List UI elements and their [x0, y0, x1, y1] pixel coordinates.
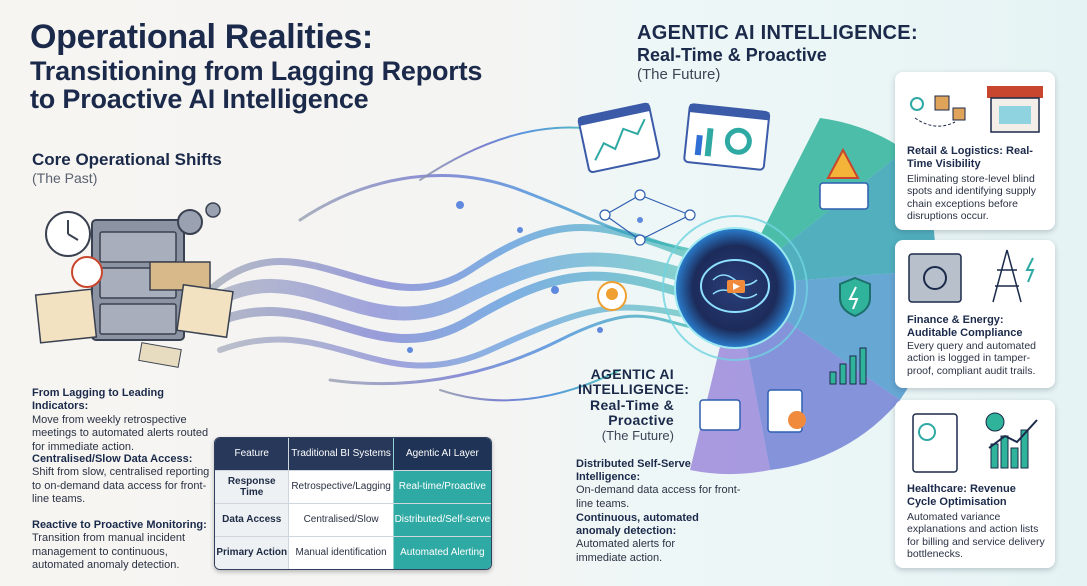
left-block-body: Move from weekly retrospective meetings …: [32, 413, 209, 453]
agentic-header-line-2: Real-Time & Proactive: [637, 45, 827, 65]
store-icon: [910, 86, 1043, 133]
table-cell: Centralised/Slow: [288, 504, 392, 536]
agentic-header-line-3: (The Future): [637, 66, 721, 83]
core-sub: (The Past): [32, 170, 98, 186]
card-body: Eliminating store-level blind spots and …: [907, 173, 1036, 223]
table-cell: Manual identification: [288, 537, 392, 569]
mid-header-line-5: (The Future): [601, 427, 674, 443]
core-shifts-heading: Core Operational Shifts (The Past): [32, 150, 222, 186]
table-cell: Response Time: [215, 471, 289, 503]
page-title: Operational Realities: Transitioning fro…: [30, 18, 590, 115]
card-title: Retail & Logistics: Real-Time Visibility: [907, 145, 1033, 170]
mid-block-body: On-demand data access for front-line tea…: [576, 484, 741, 510]
table-row: Response Time Retrospective/Lagging Real…: [215, 470, 491, 503]
mid-header-line-3: Real-Time &: [590, 396, 674, 413]
mid-header-line-1: AGENTIC AI: [590, 366, 674, 382]
title-line-1: Operational Realities:: [30, 18, 373, 56]
card-title: Healthcare: Revenue Cycle Optimisation: [907, 483, 1016, 508]
mid-block-title: Distributed Self-Serve Intelligence:: [576, 458, 691, 484]
card-body: Automated variance explanations and acti…: [907, 511, 1045, 561]
agentic-header-line-1: AGENTIC AI INTELLIGENCE:: [637, 22, 918, 44]
agentic-mid-header: AGENTIC AI INTELLIGENCE: Real-Time & Pro…: [578, 366, 690, 443]
table-row: Data Access Centralised/Slow Distributed…: [215, 503, 491, 536]
table-cell: Distributed/Self-serve: [392, 504, 491, 536]
left-block-title: From Lagging to Leading Indicators:: [32, 387, 164, 413]
comparison-table: Feature Traditional BI Systems Agentic A…: [214, 437, 492, 570]
left-block-lagging: From Lagging to Leading Indicators: Move…: [32, 387, 217, 454]
table-row: Primary Action Manual identification Aut…: [215, 536, 491, 569]
table-header-cell: Traditional BI Systems: [288, 438, 393, 470]
table-header-cell: Feature: [215, 438, 289, 470]
core-heading: Core Operational Shifts: [32, 150, 222, 169]
card-title: Finance & Energy: Auditable Compliance: [907, 314, 1023, 339]
title-line-2: Transitioning from Lagging Reports: [30, 56, 483, 87]
left-block-monitoring: Reactive to Proactive Monitoring: Transi…: [32, 519, 217, 573]
mid-header-line-4: Proactive: [608, 412, 674, 429]
table-cell: Data Access: [215, 504, 289, 536]
mid-block-title: Continuous, automated anomaly detection:: [576, 512, 699, 538]
table-header-row: Feature Traditional BI Systems Agentic A…: [215, 438, 491, 470]
clipboard-icon: [912, 412, 1038, 473]
mid-block-anomaly: Continuous, automated anomaly detection:…: [576, 512, 716, 565]
table-cell: Automated Alerting: [392, 537, 491, 569]
table-cell: Retrospective/Lagging: [288, 471, 392, 503]
left-block-body: Transition from manual incident manageme…: [32, 532, 186, 572]
card-healthcare: Healthcare: Revenue Cycle Optimisation A…: [895, 400, 1055, 568]
card-body: Every query and automated action is logg…: [907, 340, 1036, 377]
table-cell: Primary Action: [215, 537, 289, 569]
table-header-cell: Agentic AI Layer: [392, 438, 491, 470]
mid-block-self-serve: Distributed Self-Serve Intelligence: On-…: [576, 458, 756, 511]
table-cell: Real-time/Proactive: [392, 471, 491, 503]
mid-block-body: Automated alerts for immediate action.: [576, 538, 676, 564]
left-block-title: Reactive to Proactive Monitoring:: [32, 519, 207, 531]
left-block-title: Centralised/Slow Data Access:: [32, 453, 193, 465]
agentic-header: AGENTIC AI INTELLIGENCE: Real-Time & Pro…: [637, 22, 918, 83]
title-line-3: to Proactive AI Intelligence: [30, 84, 369, 115]
mid-header-line-2: INTELLIGENCE:: [578, 381, 690, 398]
card-retail: Retail & Logistics: Real-Time Visibility…: [895, 72, 1055, 230]
safe-icon: [908, 249, 1035, 303]
card-finance: Finance & Energy: Auditable Compliance E…: [895, 240, 1055, 388]
left-block-data-access: Centralised/Slow Data Access: Shift from…: [32, 453, 217, 507]
left-block-body: Shift from slow, centralised reporting t…: [32, 466, 210, 506]
